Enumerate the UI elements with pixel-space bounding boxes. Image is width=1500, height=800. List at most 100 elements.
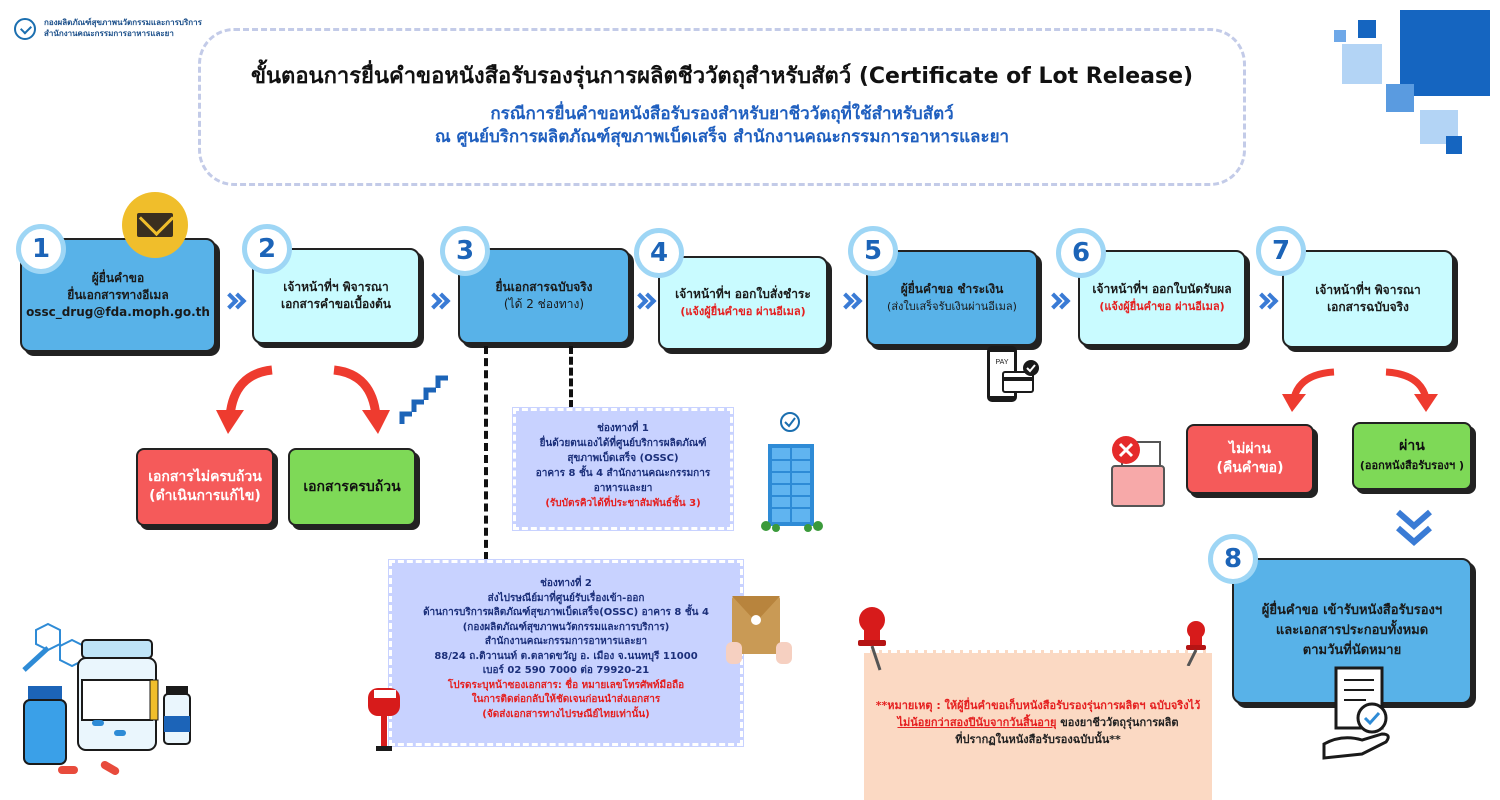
step-3-line1: ยื่นเอกสารฉบับจริง xyxy=(495,280,593,294)
result-pass-line1: ผ่าน xyxy=(1399,438,1425,454)
step-6-note: (แจ้งผู้ยื่นคำขอ ผ่านอีเมล) xyxy=(1099,300,1225,313)
step-5-line1: ผู้ยื่นคำขอ ชำระเงิน xyxy=(900,282,1004,296)
result-pass: ผ่าน (ออกหนังสือรับรองฯ ) xyxy=(1352,422,1472,490)
channel-2-line3: (กองผลิตภัณฑ์สุขภาพนวัตกรรมและการบริการ) xyxy=(462,621,670,633)
step-7-line1: เจ้าหน้าที่ฯ พิจารณา xyxy=(1315,283,1421,297)
page-subtitle: กรณีการยื่นคำขอหนังสือรับรองสำหรับยาชีวว… xyxy=(200,103,1244,149)
channel-1-line1: ยื่นด้วยตนเองได้ที่ศูนย์บริการผลิตภัณฑ์ xyxy=(539,438,707,449)
step-7-number: 7 xyxy=(1256,226,1306,276)
step-1-line2: ยื่นเอกสารทางอีเมล xyxy=(67,287,169,302)
result-fail-line2: (คืนคำขอ) xyxy=(1216,460,1284,476)
step-2-line2: เอกสารคำขอเบื้องต้น xyxy=(280,297,392,311)
decor-square xyxy=(1446,136,1462,154)
step-4-line1: เจ้าหน้าที่ฯ ออกใบสั่งชำระ xyxy=(675,287,811,301)
decor-square xyxy=(1358,20,1376,38)
connector-dashed xyxy=(569,346,573,408)
note-line2-rest: ของยาชีววัตถุรุ่นการผลิต xyxy=(1056,716,1179,729)
channel-2-line9: (จัดส่งเอกสารทางไปรษณีย์ไทยเท่านั้น) xyxy=(482,708,650,720)
step-6-number: 6 xyxy=(1056,228,1106,278)
chevron-right-icon xyxy=(1045,292,1071,314)
fda-logo-icon xyxy=(14,18,36,40)
step-7-box: เจ้าหน้าที่ฯ พิจารณา เอกสารฉบับจริง xyxy=(1282,250,1454,348)
step-4-box: เจ้าหน้าที่ฯ ออกใบสั่งชำระ (แจ้งผู้ยื่นค… xyxy=(658,256,828,350)
step-1-number: 1 xyxy=(16,224,66,274)
vaccine-bottles-icon xyxy=(22,622,191,775)
channel-1-line2: สุขภาพเบ็ดเสร็จ (OSSC) xyxy=(567,453,679,464)
building-icon xyxy=(761,412,823,532)
step-8-line1: ผู้ยื่นคำขอ เข้ารับหนังสือรับรองฯ xyxy=(1261,603,1443,618)
result-incomplete-line1: เอกสารไม่ครบถ้วน xyxy=(148,469,262,485)
channel-1-box: ช่องทางที่ 1 ยื่นด้วยตนเองได้ที่ศูนย์บริ… xyxy=(512,407,734,531)
channel-2-box: ช่องทางที่ 2 ส่งไปรษณีย์มาที่ศูนย์รับเรื… xyxy=(388,559,744,747)
step-3-number: 3 xyxy=(440,226,490,276)
chevron-right-icon xyxy=(1253,292,1279,314)
step-4-note: (แจ้งผู้ยื่นคำขอ ผ่านอีเมล) xyxy=(680,305,806,318)
step-3-box: ยื่นเอกสารฉบับจริง (ได้ 2 ช่องทาง) xyxy=(458,248,630,344)
decor-square xyxy=(1342,44,1382,84)
pushpin-icon xyxy=(1186,621,1206,666)
chevron-right-icon xyxy=(631,292,657,314)
connector-dashed xyxy=(484,346,488,560)
step-3-line2: (ได้ 2 ช่องทาง) xyxy=(503,297,585,311)
step-1-box: ผู้ยื่นคำขอ ยื่นเอกสารทางอีเมล ossc_drug… xyxy=(20,238,216,352)
curved-arrow-left-icon xyxy=(216,365,273,434)
chevron-right-icon xyxy=(837,292,863,314)
channel-2-line7: โปรดระบุหน้าซองเอกสาร: ชื่อ หมายเลขโทรศั… xyxy=(447,679,685,691)
channel-1-line4: อาหารและยา xyxy=(593,483,653,494)
channel-2-line5: 88/24 ถ.ติวานนท์ ต.ตลาดขวัญ อ. เมือง จ.น… xyxy=(434,650,698,662)
channel-2-line4: สำนักงานคณะกรรมการอาหารและยา xyxy=(484,636,648,647)
stair-arrows-icon xyxy=(399,375,448,424)
step-6-line1: เจ้าหน้าที่ฯ ออกใบนัดรับผล xyxy=(1092,282,1232,296)
result-incomplete: เอกสารไม่ครบถ้วน (ดำเนินการแก้ไข) xyxy=(136,448,274,526)
subtitle-line1: กรณีการยื่นคำขอหนังสือรับรองสำหรับยาชีวว… xyxy=(490,104,954,124)
envelope-icon xyxy=(726,596,792,664)
decor-square xyxy=(1334,30,1346,42)
mail-icon xyxy=(122,192,188,258)
step-6-box: เจ้าหน้าที่ฯ ออกใบนัดรับผล (แจ้งผู้ยื่นค… xyxy=(1078,250,1246,346)
channel-1-line3: อาคาร 8 ชั้น 4 สำนักงานคณะกรรมการ xyxy=(535,468,711,479)
note-line3: ที่ปรากฏในหนังสือรับรองฉบับนั้น** xyxy=(955,733,1121,746)
channel-1-line5: (รับบัตรคิวได้ที่ประชาสัมพันธ์ชั้น 3) xyxy=(545,498,701,509)
header-frame xyxy=(198,28,1246,186)
step-7-line2: เอกสารฉบับจริง xyxy=(1327,300,1409,314)
channel-2-title: ช่องทางที่ 2 xyxy=(540,578,592,589)
result-complete-text: เอกสารครบถ้วน xyxy=(303,478,401,495)
result-complete: เอกสารครบถ้วน xyxy=(288,448,416,526)
decor-square xyxy=(1400,10,1490,96)
chevron-right-icon xyxy=(425,292,451,314)
channel-2-line1: ส่งไปรษณีย์มาที่ศูนย์รับเรื่องเข้า-ออก xyxy=(487,592,645,604)
page-title: ขั้นตอนการยื่นคำขอหนังสือรับรองรุ่นการผล… xyxy=(250,64,1194,89)
phone-pay-icon: PAY xyxy=(987,346,1039,402)
step-8-number: 8 xyxy=(1208,534,1258,584)
step-1-email: ossc_drug@fda.moph.go.th xyxy=(26,304,210,319)
subtitle-line2: ณ ศูนย์บริการผลิตภัณฑ์สุขภาพเบ็ดเสร็จ สำ… xyxy=(434,127,1010,147)
curved-arrow-right-icon xyxy=(1385,368,1438,412)
pay-label: PAY xyxy=(996,359,1009,366)
step-8-line3: ตามวันที่นัดหมาย xyxy=(1302,643,1402,658)
channel-2-line2: ด้านการบริการผลิตภัณฑ์สุขภาพเบ็ดเสร็จ(OS… xyxy=(423,607,709,618)
rejected-folder-icon xyxy=(1111,436,1165,507)
mailbox-icon xyxy=(368,688,400,751)
org-name: กองผลิตภัณฑ์สุขภาพนวัตกรรมและการบริการ ส… xyxy=(44,17,202,39)
document-check-icon xyxy=(1322,666,1390,760)
org-line2: สำนักงานคณะกรรมการอาหารและยา xyxy=(44,29,174,38)
step-4-number: 4 xyxy=(634,228,684,278)
step-5-box: ผู้ยื่นคำขอ ชำระเงิน (ส่งใบเสร็จรับเงินผ… xyxy=(866,250,1038,346)
pushpin-icon xyxy=(858,607,886,671)
channel-2-line6: เบอร์ 02 590 7000 ต่อ 79920-21 xyxy=(482,665,650,676)
decor-square xyxy=(1386,84,1414,112)
result-fail: ไม่ผ่าน (คืนคำขอ) xyxy=(1186,424,1314,494)
step-1-line1: ผู้ยื่นคำขอ xyxy=(91,270,145,285)
note-line1: **หมายเหตุ : ให้ผู้ยื่นคำขอเก็บหนังสือรั… xyxy=(875,699,1201,712)
step-2-number: 2 xyxy=(242,224,292,274)
note-line2-emphasis: ไม่น้อยกว่าสองปีนับจากวันสิ้นอายุ xyxy=(897,716,1057,729)
note-line2: ไม่น้อยกว่าสองปีนับจากวันสิ้นอายุ ของยาช… xyxy=(864,714,1212,731)
org-line1: กองผลิตภัณฑ์สุขภาพนวัตกรรมและการบริการ xyxy=(44,18,202,27)
result-incomplete-line2: (ดำเนินการแก้ไข) xyxy=(149,488,261,504)
step-8-line2: และเอกสารประกอบทั้งหมด xyxy=(1275,623,1429,638)
curved-arrow-left-icon xyxy=(1282,368,1335,412)
chevron-right-icon xyxy=(221,292,247,314)
step-2-line1: เจ้าหน้าที่ฯ พิจารณา xyxy=(283,280,389,294)
step-5-line2: (ส่งใบเสร็จรับเงินผ่านอีเมล) xyxy=(887,300,1017,313)
result-pass-line2: (ออกหนังสือรับรองฯ ) xyxy=(1359,459,1465,472)
